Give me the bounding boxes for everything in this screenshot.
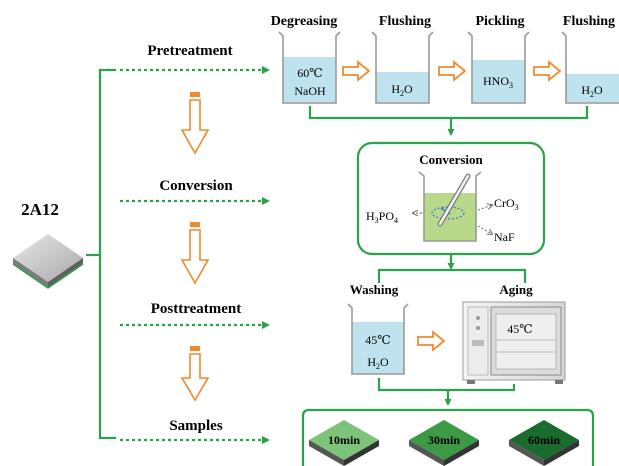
sample-plate-10min: 10min xyxy=(309,420,379,466)
stage-conversion: Conversion xyxy=(120,178,270,205)
beaker-icon-pickling: HNO3 xyxy=(467,31,530,104)
orange-right-arrow-icon xyxy=(438,60,467,82)
beaker-text-chemical: NaOH xyxy=(294,84,326,98)
product-sodium-fluoride: NaF xyxy=(494,230,515,244)
stirring-rod-icon xyxy=(437,173,471,227)
sample-label: 30min xyxy=(428,433,460,447)
step-title-flushing: Flushing xyxy=(379,14,431,29)
beaker-text-temp: 60℃ xyxy=(297,66,322,80)
stage-pretreatment: Pretreatment xyxy=(120,43,270,74)
step-title-flushing-2: Flushing xyxy=(563,14,615,29)
drying-oven-icon: 45℃ xyxy=(462,301,566,384)
beaker-text-chemical: H2O xyxy=(367,355,389,371)
orange-right-arrow-icon xyxy=(417,330,446,352)
orange-right-arrow-icon xyxy=(533,60,562,82)
product-phosphoric-acid: H3PO4 xyxy=(366,209,398,225)
beaker-text-chemical: H2O xyxy=(581,83,603,99)
beaker-icon-flushing-2: H2O xyxy=(561,31,619,104)
stage-label-samples: Samples xyxy=(169,418,223,434)
sample-plate-30min: 30min xyxy=(409,420,479,466)
samples-box: 10min 30min 60min xyxy=(301,408,595,466)
stage-label-pretreatment: Pretreatment xyxy=(147,43,232,59)
beaker-text-temp: 45℃ xyxy=(365,333,390,347)
material-label: 2A12 xyxy=(21,200,59,219)
beaker-text-chemical: H2O xyxy=(391,82,413,98)
conversion-beaker-icon xyxy=(418,171,482,242)
step-title-aging: Aging xyxy=(499,282,533,297)
orange-right-arrow-icon xyxy=(342,60,371,82)
stage-label-posttreatment: Posttreatment xyxy=(151,301,242,317)
sample-label: 60min xyxy=(528,433,560,447)
orange-down-arrow-icon xyxy=(180,92,210,155)
pretreatment-collector xyxy=(308,106,589,136)
step-title-degreasing: Degreasing xyxy=(271,14,338,29)
step-title-pickling: Pickling xyxy=(475,14,524,29)
beaker-icon-flushing: H2O xyxy=(371,31,434,104)
beaker-text-chemical: HNO3 xyxy=(483,74,513,90)
stage-posttreatment: Posttreatment xyxy=(120,301,270,329)
oven-text-temp: 45℃ xyxy=(507,322,532,336)
beaker-icon-washing: 45℃ H2O xyxy=(347,303,409,375)
aluminum-plate-icon xyxy=(12,234,84,289)
conversion-box-title: Conversion xyxy=(419,152,483,167)
sample-label: 10min xyxy=(328,433,360,447)
stage-samples: Samples xyxy=(120,418,270,444)
product-chromium-trioxide: CrO3 xyxy=(494,196,519,212)
main-bracket xyxy=(86,68,116,440)
sample-plate-60min: 60min xyxy=(509,420,579,466)
stage-label-conversion: Conversion xyxy=(159,178,233,194)
orange-down-arrow-icon xyxy=(180,346,210,402)
step-title-washing: Washing xyxy=(350,282,399,297)
orange-down-arrow-icon xyxy=(180,222,210,285)
conversion-box: Conversion H3PO4 CrO3 NaF xyxy=(356,141,546,256)
beaker-icon-degreasing: 60℃ NaOH xyxy=(278,31,341,104)
posttreatment-section: Washing Aging 45℃ H2O 45℃ xyxy=(347,268,566,406)
material-sample: 2A12 xyxy=(12,200,84,289)
